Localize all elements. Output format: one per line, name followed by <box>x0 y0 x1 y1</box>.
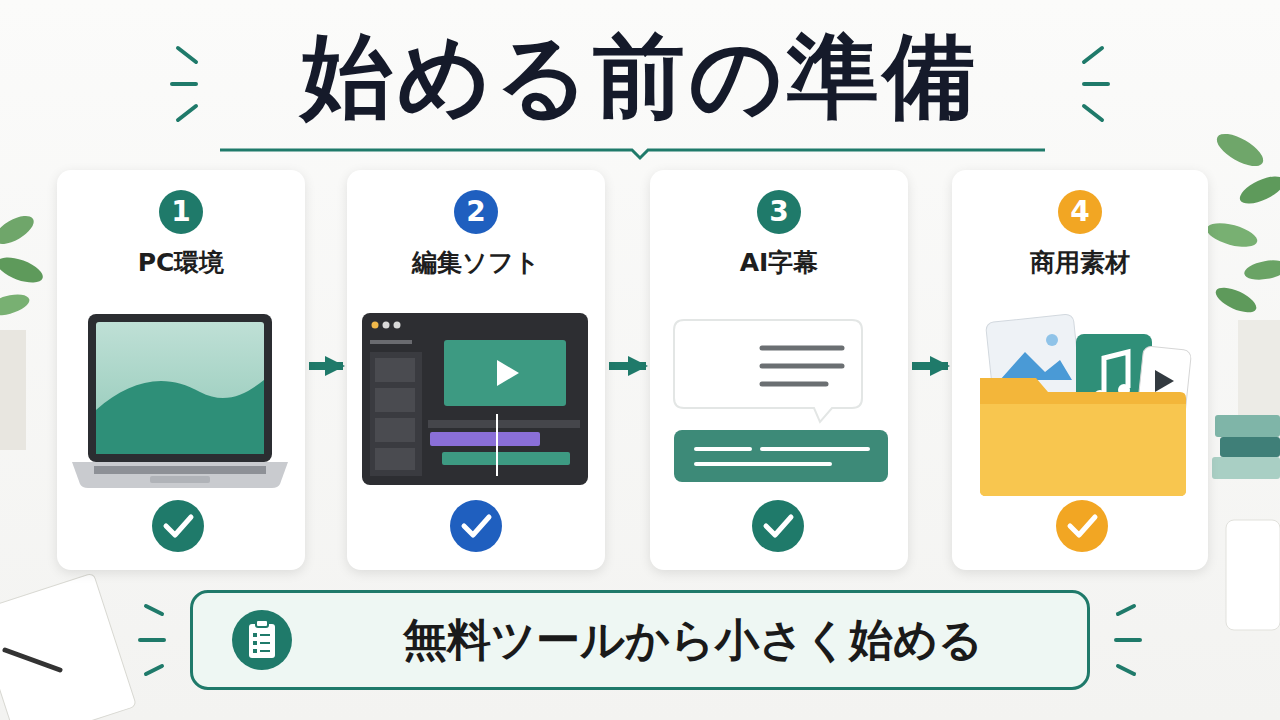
step-label: PC環境 <box>65 248 297 278</box>
plant-right <box>1204 127 1280 430</box>
plant-left <box>0 210 38 249</box>
step-number: 3 <box>757 190 801 234</box>
plant-right <box>1212 127 1268 172</box>
plant-right <box>1236 171 1280 209</box>
step-label: AI字幕 <box>658 248 900 278</box>
title-dashes <box>178 48 196 62</box>
books <box>1215 415 1280 437</box>
step-card: 4 商用素材 <box>952 170 1208 570</box>
title-dashes <box>172 82 196 86</box>
coffee-cup <box>1226 520 1280 630</box>
plant-right <box>1243 257 1280 282</box>
banner-dashes <box>1118 666 1134 674</box>
books <box>1220 437 1280 457</box>
banner-dashes <box>1116 638 1140 642</box>
plant-right <box>1212 283 1259 318</box>
banner-text: 無料ツールから小さく始める <box>403 614 983 667</box>
plant-left <box>0 210 46 450</box>
step-number: 4 <box>1058 190 1102 234</box>
step-label: 編集ソフト <box>355 248 597 278</box>
plant-right <box>1238 320 1280 430</box>
title-dashes <box>1084 82 1108 86</box>
title-dashes <box>1084 48 1102 62</box>
plant-left <box>0 252 46 287</box>
plant-right <box>1204 219 1259 252</box>
title-underline <box>220 150 1045 158</box>
notebook <box>0 573 137 720</box>
step-label: 商用素材 <box>960 248 1200 278</box>
banner-dashes <box>146 666 162 674</box>
step-number: 1 <box>159 190 203 234</box>
plant-left <box>0 330 26 450</box>
flow-arrow <box>609 362 646 370</box>
banner-dashes <box>1118 606 1134 614</box>
step-number: 2 <box>454 190 498 234</box>
step-card: 1PC環境 <box>57 170 305 570</box>
title-dashes <box>178 106 196 120</box>
banner-dashes <box>140 638 164 642</box>
books <box>1212 457 1280 479</box>
notebook <box>0 573 137 720</box>
coffee-cup <box>1226 520 1280 630</box>
plant-left <box>0 291 32 320</box>
note-banner: 無料ツールから小さく始める <box>190 590 1090 690</box>
flow-arrow <box>912 362 948 370</box>
title-dashes <box>1084 106 1102 120</box>
flow-arrow <box>309 362 343 370</box>
step-card: 2 編集ソフト <box>347 170 605 570</box>
title: 始める前の準備 <box>0 22 1280 132</box>
notebook <box>5 650 60 670</box>
banner-dashes <box>146 606 162 614</box>
icon-label: AI <box>684 344 730 384</box>
books <box>1212 415 1280 479</box>
